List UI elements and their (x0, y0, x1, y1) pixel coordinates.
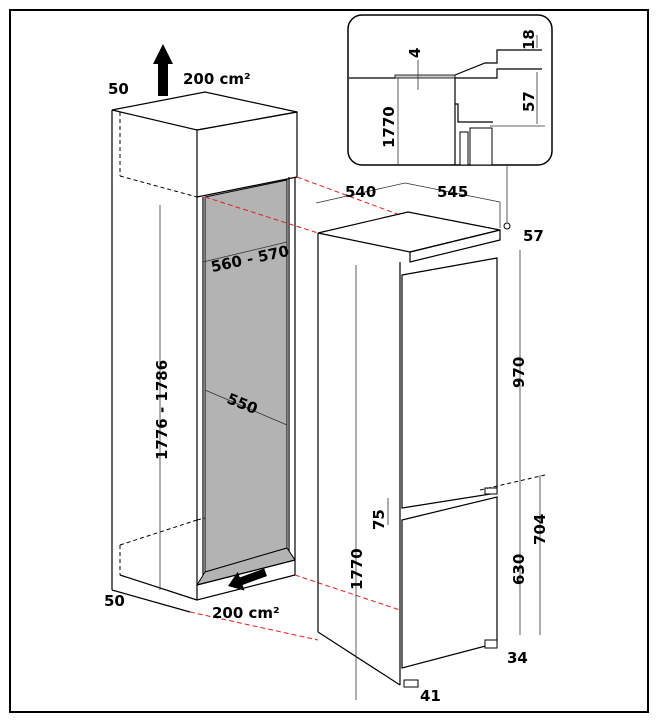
lower-door-label: 630 (510, 554, 528, 585)
inset-top-height-label: 18 (520, 29, 538, 50)
frame (9, 9, 649, 713)
lower-door (401, 496, 498, 669)
inset-gap-label: 4 (406, 48, 424, 58)
airflow-in-arrow-icon (228, 568, 267, 591)
upper-door (401, 257, 498, 509)
top-offset-label: 57 (523, 227, 544, 245)
cabinet-drawing (111, 91, 401, 641)
inset-offset-label: 57 (520, 91, 538, 112)
inset-height-label: 1770 (380, 106, 398, 148)
height-label: 1770 (348, 548, 366, 590)
ventilation-top-label: 200 cm² (183, 70, 251, 88)
depth-label: 540 (345, 183, 376, 201)
cabinet-top-face (111, 91, 298, 131)
upper-door-label: 970 (510, 357, 528, 388)
lower-section-label: 704 (531, 514, 549, 545)
niche-back-wall (204, 179, 288, 573)
appliance-drawing (315, 166, 546, 700)
ventilation-bottom-label: 200 cm² (212, 604, 280, 622)
bottom-offset-label: 34 (507, 649, 528, 667)
appliance-top (317, 211, 501, 253)
airflow-up-arrow-icon (153, 44, 173, 96)
detail-inset (347, 14, 553, 166)
plinth-label: 41 (420, 687, 441, 705)
niche-height-label: 1776 - 1786 (153, 360, 171, 460)
door-gap-label: 75 (370, 509, 388, 530)
gap-bottom-label: 50 (104, 592, 125, 610)
gap-top-label: 50 (108, 80, 129, 98)
width-label: 545 (437, 183, 468, 201)
